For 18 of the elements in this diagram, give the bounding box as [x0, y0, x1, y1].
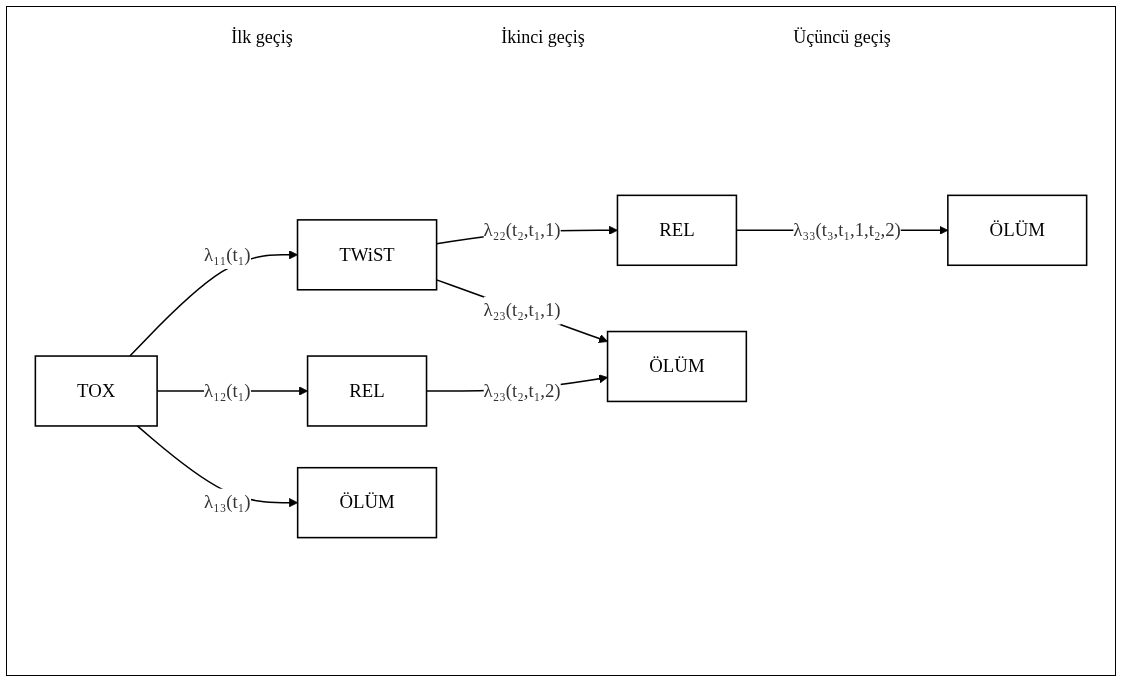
node-box: REL	[616, 194, 738, 266]
stage-heading: İkinci geçiş	[501, 27, 585, 48]
node-box: TWiST	[296, 218, 438, 291]
edge-label: λ₁₁(t₁)	[204, 243, 251, 265]
arrow	[129, 249, 298, 357]
edge-label: λ₁₂(t₁)	[204, 379, 251, 401]
node-box: REL	[306, 354, 428, 427]
edge-label: λ₁₃(t₁)	[204, 491, 251, 513]
edge-label: λ₂₃(t₂,t₁,1)	[483, 299, 561, 321]
node-box: ÖLÜM	[606, 330, 748, 402]
edge-label: λ₃₃(t₃,t₁,1,t₂,2)	[793, 218, 901, 240]
stage-heading: Üçüncü geçiş	[793, 27, 891, 48]
stage-heading: İlk geçiş	[231, 27, 293, 48]
edge-label: λ₂₃(t₂,t₁,2)	[483, 379, 561, 401]
node-box: ÖLÜM	[947, 194, 1088, 266]
node-box: ÖLÜM	[296, 466, 438, 538]
edge-label: λ₂₂(t₂,t₁,1)	[483, 218, 561, 240]
node-box: TOX	[34, 354, 158, 427]
